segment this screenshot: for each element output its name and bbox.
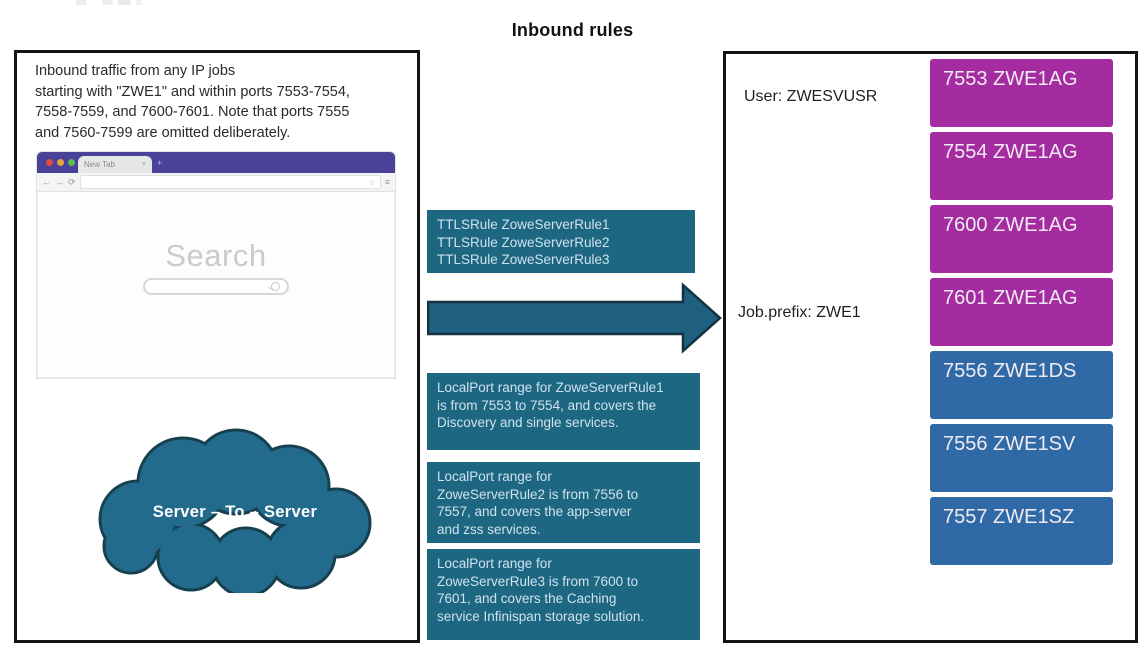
- port-box: 7601 ZWE1AG: [930, 278, 1113, 346]
- address-bar[interactable]: ☆: [79, 175, 381, 189]
- port-box: 7600 ZWE1AG: [930, 205, 1113, 273]
- port-label: 7553 ZWE1AG: [943, 68, 1078, 90]
- window-controls: [46, 159, 75, 166]
- search-icon: [271, 282, 280, 291]
- port-box: 7556 ZWE1DS: [930, 351, 1113, 419]
- top-edge-artifact: [76, 0, 146, 5]
- tab-close-icon[interactable]: ×: [141, 161, 146, 168]
- port-label: 7556 ZWE1DS: [943, 360, 1077, 382]
- rule3-note-box: LocalPort range for ZoweServerRule3 is f…: [427, 549, 700, 640]
- rule1-note-box: LocalPort range for ZoweServerRule1 is f…: [427, 373, 700, 450]
- ttls-rules-box: TTLSRule ZoweServerRule1 TTLSRule ZoweSe…: [427, 210, 695, 273]
- cloud-label: Server – To – Server: [152, 503, 318, 521]
- minimize-window-icon[interactable]: [57, 159, 64, 166]
- job-prefix-label: Job.prefix: ZWE1: [738, 304, 861, 321]
- close-window-icon[interactable]: [46, 159, 53, 166]
- bookmark-star-icon[interactable]: ☆: [368, 177, 376, 187]
- port-label: 7600 ZWE1AG: [943, 214, 1078, 236]
- search-input[interactable]: [143, 278, 289, 295]
- port-label: 7556 ZWE1SV: [943, 433, 1076, 455]
- refresh-icon[interactable]: ⟳: [68, 176, 76, 187]
- jobs-panel: User: ZWESVUSR Job.prefix: ZWE1 7553 ZWE…: [723, 51, 1138, 643]
- browser-tab-label: New Tab: [84, 160, 115, 169]
- browser-mockup: New Tab × + ← → ⟳ ☆ ≡ Search: [37, 152, 395, 378]
- maximize-window-icon[interactable]: [68, 159, 75, 166]
- port-label: 7601 ZWE1AG: [943, 287, 1078, 309]
- forward-icon[interactable]: →: [55, 176, 64, 187]
- new-tab-icon[interactable]: +: [157, 158, 163, 168]
- browser-tab[interactable]: New Tab ×: [78, 156, 152, 173]
- port-label: 7554 ZWE1AG: [943, 141, 1078, 163]
- flow-arrow: [427, 282, 722, 354]
- browser-viewport: Search: [37, 192, 395, 378]
- cloud-shape: [98, 428, 372, 598]
- inbound-traffic-panel: Inbound traffic from any IP jobs startin…: [14, 50, 420, 643]
- rule2-note-box: LocalPort range for ZoweServerRule2 is f…: [427, 462, 700, 543]
- port-label: 7557 ZWE1SZ: [943, 506, 1075, 528]
- back-icon[interactable]: ←: [42, 176, 51, 187]
- port-box: 7553 ZWE1AG: [930, 59, 1113, 127]
- search-heading: Search: [165, 238, 267, 273]
- browser-titlebar: New Tab × +: [37, 152, 395, 173]
- port-box: 7556 ZWE1SV: [930, 424, 1113, 492]
- diagram-title: Inbound rules: [511, 20, 634, 40]
- user-label: User: ZWESVUSR: [744, 88, 878, 105]
- port-box: 7557 ZWE1SZ: [930, 497, 1113, 565]
- menu-icon[interactable]: ≡: [384, 176, 390, 187]
- inbound-traffic-description: Inbound traffic from any IP jobs startin…: [35, 63, 350, 141]
- server-to-server-cloud: Server – To – Server: [83, 425, 387, 598]
- browser-toolbar: ← → ⟳ ☆ ≡: [37, 173, 395, 192]
- port-box: 7554 ZWE1AG: [930, 132, 1113, 200]
